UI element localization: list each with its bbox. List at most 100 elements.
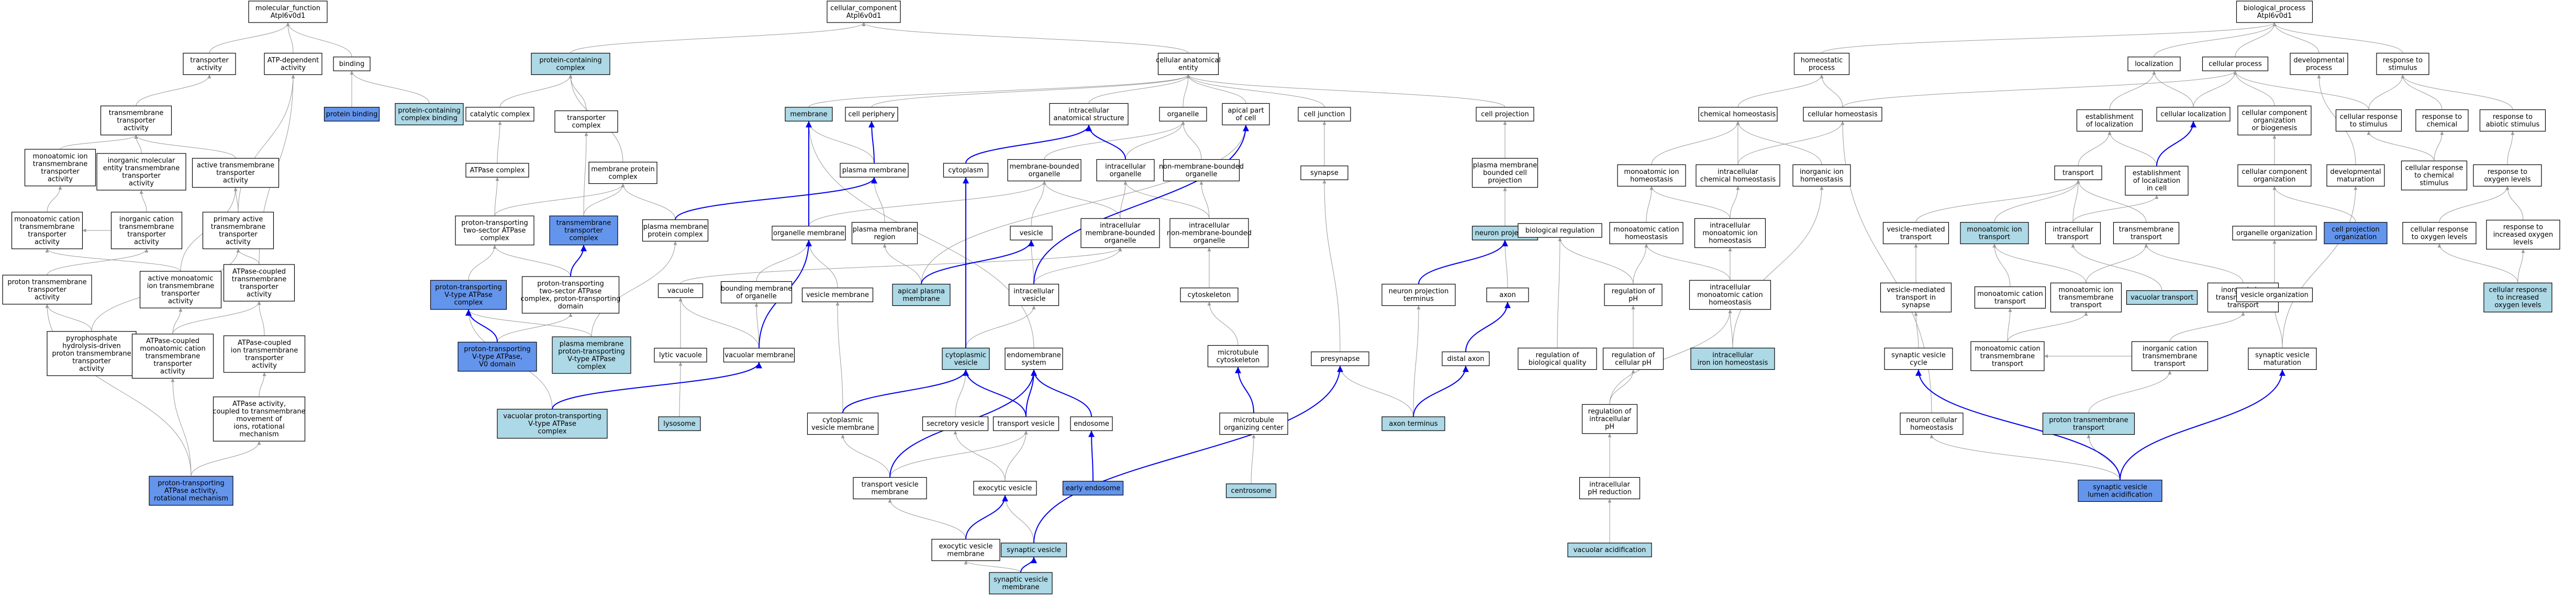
node-vacuolar-acid[interactable]: vacuolar acidification [1567,543,1652,557]
node-atpase-complex[interactable]: ATPase complex [465,163,529,178]
node-inorg-cat[interactable]: inorganic cationtransmembranetransporter… [110,212,183,249]
node-axon[interactable]: axon [1486,288,1529,302]
node-cellular-process[interactable]: cellular process [2202,57,2269,71]
node-exocytic-vesicle[interactable]: exocytic vesicle [973,481,1037,495]
node-cytoplasm[interactable]: cytoplasm [943,163,989,178]
node-lytic-vacuole[interactable]: lytic vacuole [654,348,707,362]
node-vacuole[interactable]: vacuole [657,283,704,298]
node-synapse[interactable]: synapse [1300,166,1348,180]
node-cellular-homeo[interactable]: cellular homeostasis [1803,107,1882,122]
node-atpase-rot[interactable]: ATPase activity,coupled to transmembrane… [213,396,306,442]
node-axon-terminus[interactable]: axon terminus [1381,416,1445,431]
node-cytoskeleton[interactable]: cytoskeleton [1180,288,1239,302]
node-synaptic-vesicle[interactable]: synaptic vesicle [1000,543,1067,557]
node-vesicle[interactable]: vesicle [1010,226,1053,240]
node-bio-regulation[interactable]: biological regulation [1518,223,1602,238]
node-binding[interactable]: binding [333,57,371,71]
node-membrane[interactable]: membrane [785,107,833,122]
node-early-endosome[interactable]: early endosome [1062,481,1124,495]
node-protein-binding[interactable]: protein binding [324,107,380,122]
node-cell-junction[interactable]: cell junction [1298,107,1351,122]
node-vacuolar-transport[interactable]: vacuolar transport [2126,290,2198,305]
node-organelle-org[interactable]: organelle organization [2232,226,2317,240]
node-primary-active[interactable]: primary activetransmembranetransporterac… [202,212,274,249]
node-transport-vesicle[interactable]: transport vesicle [993,416,1060,431]
node-mono-tm[interactable]: monoatomic iontransmembranetransporterac… [24,149,96,186]
node-chemical-homeo[interactable]: chemical homeostasis [1698,107,1778,122]
node-centrosome[interactable]: centrosome [1225,483,1277,498]
node-mono-cat-tm[interactable]: monoatomic cationtransmembranetransporte… [11,212,83,249]
node-presynapse[interactable]: presynapse [1311,351,1369,366]
node-organelle[interactable]: organelle [1159,107,1207,122]
node-localization[interactable]: localization [2127,57,2181,71]
